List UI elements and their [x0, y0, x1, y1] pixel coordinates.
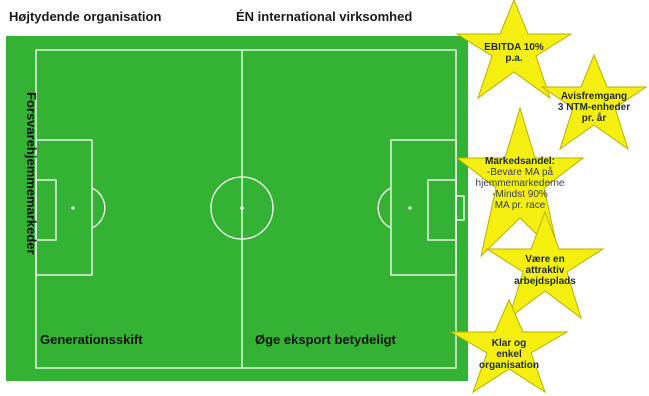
star-shape — [455, 0, 573, 100]
center-circle — [210, 176, 274, 240]
star-arbejdsplads-text: Være en attraktiv arbejdsplads — [514, 254, 576, 287]
penalty-arc-right — [377, 187, 392, 229]
star-arbejdsplads: Være en attraktiv arbejdsplads — [485, 210, 605, 320]
penalty-arc-left — [91, 187, 106, 229]
vertical-label: Forsvarehjemmemarkeder — [24, 92, 39, 255]
star-ebitda-text: EBITDA 10% p.a. — [484, 42, 544, 64]
penalty-area-left — [35, 139, 93, 276]
penalty-spot-left — [71, 206, 75, 210]
label-export: Øge eksport betydeligt — [255, 332, 396, 347]
star-organisation: Klar og enkel organisation — [449, 298, 569, 394]
star-shape — [455, 106, 585, 258]
star-shape — [485, 210, 605, 320]
star-markedsandel-title: Markedsandel: — [484, 156, 556, 167]
pitch-markings — [35, 49, 465, 369]
top-label-left: Højtydende organisation — [9, 9, 162, 24]
top-label-center: ÉN international virksomhed — [236, 9, 413, 24]
star-markedsandel-body: -Bevare MA på hjemmemarkederne -Mindst 9… — [475, 167, 565, 211]
star-ebitda: EBITDA 10% p.a. — [455, 0, 573, 100]
label-generation: Generationsskift — [40, 332, 143, 347]
football-pitch: Forsvarehjemmemarkeder Generationsskift … — [6, 36, 468, 381]
goal-right — [455, 195, 465, 221]
goal-area-right — [427, 179, 457, 241]
penalty-area-right — [390, 139, 457, 276]
star-avisfremgang-text: Avisfremgang 3 NTM-enheder pr. år — [557, 91, 631, 124]
goal-area-left — [35, 179, 57, 241]
center-spot — [240, 206, 244, 210]
pitch-boundary — [35, 49, 457, 369]
star-shape — [540, 53, 648, 151]
star-avisfremgang: Avisfremgang 3 NTM-enheder pr. år — [540, 53, 648, 151]
star-organisation-text: Klar og enkel organisation — [478, 338, 539, 371]
star-markedsandel: Markedsandel: -Bevare MA på hjemmemarked… — [455, 106, 585, 258]
penalty-spot-right — [408, 206, 412, 210]
star-shape — [449, 298, 569, 394]
